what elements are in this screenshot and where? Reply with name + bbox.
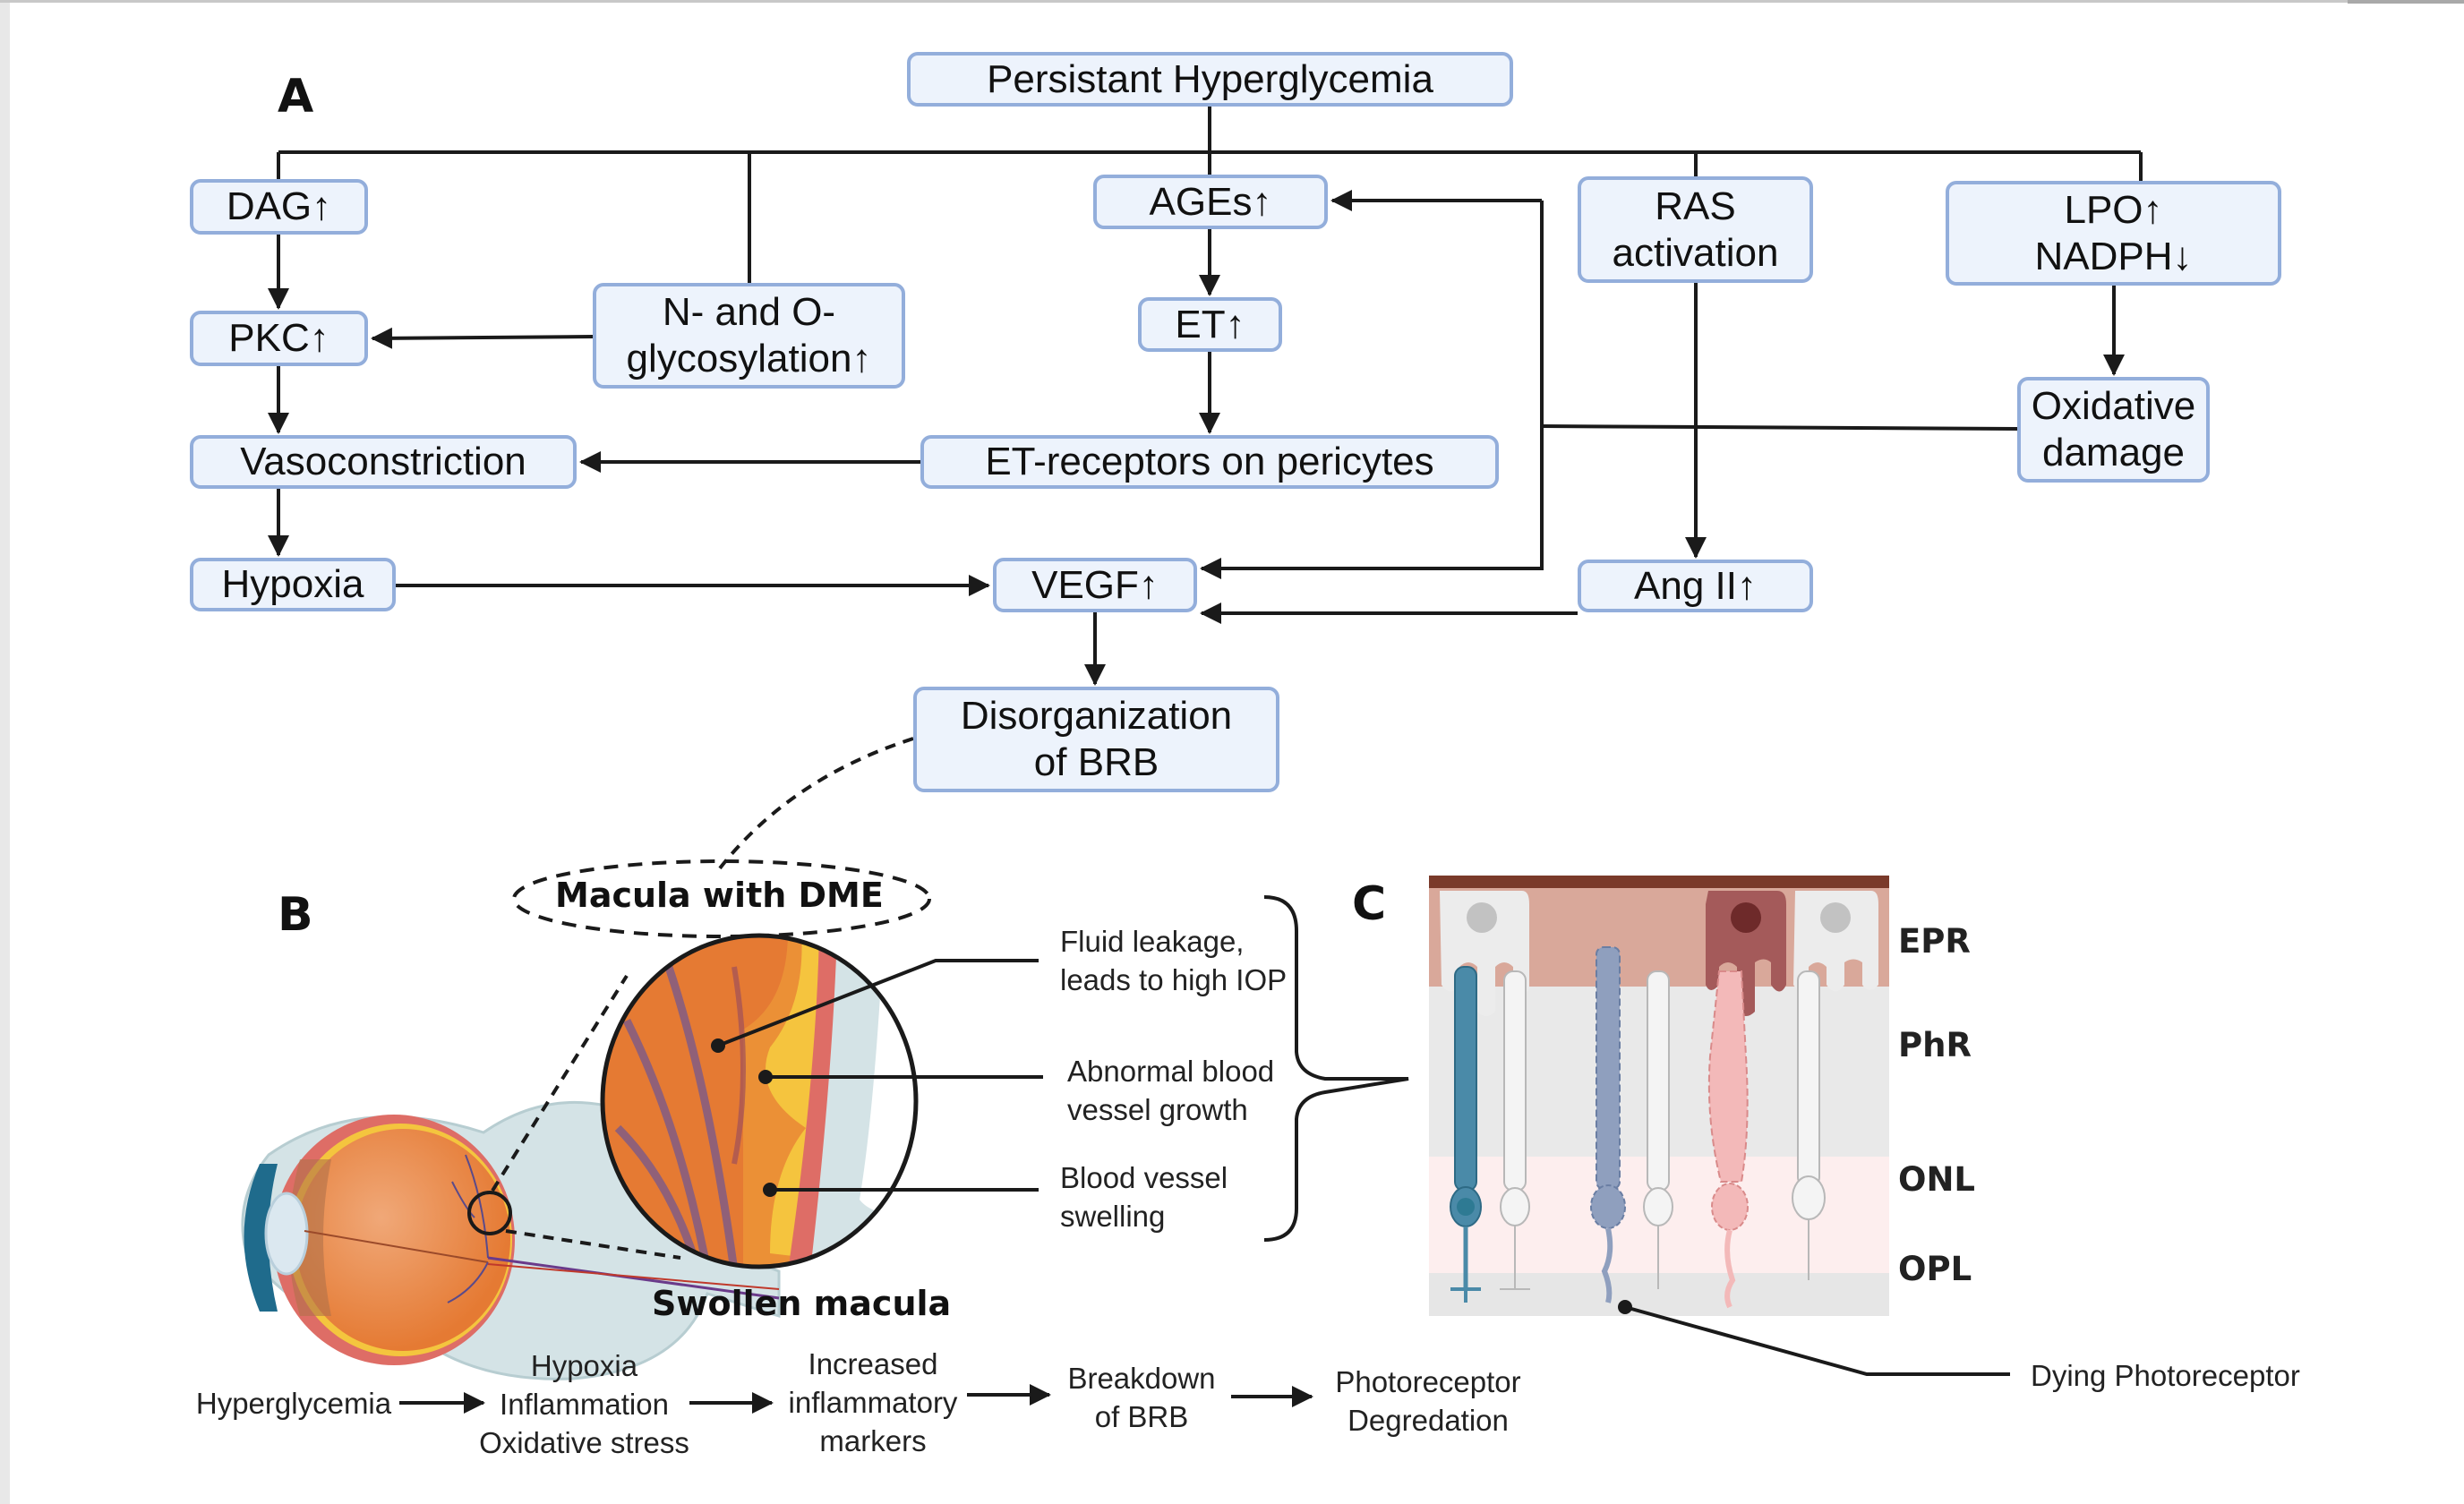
- macula-marker-circle: [467, 1191, 512, 1235]
- zoom-line-top: [491, 974, 629, 1192]
- callout-abnormal-vessel: Abnormal blood vessel growth: [1067, 1055, 1275, 1126]
- top-border: [0, 0, 2464, 3]
- node-vasoconstriction: Vasoconstriction: [190, 435, 577, 489]
- flow-step-hypoxia-inflammation: Hypoxia Inflammation Oxidative stress: [479, 1349, 689, 1459]
- node-oxidative-damage: Oxidative damage: [2017, 377, 2210, 483]
- node-ras-activation: RAS activation: [1578, 176, 1813, 283]
- dying-photoreceptor-label: Dying Photoreceptor: [2031, 1359, 2300, 1392]
- layer-label-onl: ONL: [1898, 1160, 1975, 1199]
- connectors-panel-a: [268, 107, 2143, 686]
- callout-pointers: [717, 959, 1043, 1192]
- node-vegf: VEGF↑: [993, 558, 1197, 612]
- macula-with-dme-label: Macula with DME: [555, 876, 884, 915]
- photoreceptor-dying-pink: [1707, 970, 1749, 1309]
- node-disorganization-brb: Disorganization of BRB: [913, 687, 1279, 792]
- lens: [264, 1192, 309, 1276]
- photoreceptor-healthy-teal: [1450, 966, 1482, 1303]
- vitreous: [295, 1129, 510, 1351]
- scroll-indicator: [2348, 0, 2464, 4]
- layer-label-opl: OPL: [1898, 1250, 1972, 1288]
- node-lpo-nadph: LPO↑ NADPH↓: [1946, 181, 2281, 286]
- flow-step-inflammatory-markers: Increased inflammatory markers: [788, 1347, 958, 1457]
- layer-label-epr: EPR: [1898, 922, 1971, 961]
- left-margin: [0, 3, 10, 1504]
- node-et-receptors: ET-receptors on pericytes: [920, 435, 1499, 489]
- flow-step-breakdown-brb: Breakdown of BRB: [1067, 1362, 1216, 1433]
- arrow-loop-vegf: [1200, 201, 1544, 579]
- macula-label-ellipse: [512, 859, 931, 938]
- dying-pointer-line: [1624, 1305, 2010, 1376]
- rpe-cell-dying: [1706, 891, 1786, 1016]
- zoom-line-bottom: [505, 1229, 681, 1260]
- node-ang2: Ang II↑: [1578, 560, 1813, 612]
- node-ages: AGEs↑: [1093, 175, 1328, 229]
- node-hypoxia: Hypoxia: [190, 558, 396, 611]
- magnified-macula: [603, 936, 916, 1267]
- cornea: [244, 1164, 278, 1312]
- dotted-link-brb-macula: [714, 737, 914, 875]
- node-pkc: PKC↑: [190, 311, 368, 366]
- callout-dot: [711, 1038, 725, 1053]
- arrow-glyco-pkc: [371, 327, 594, 349]
- node-dag: DAG↑: [190, 179, 368, 235]
- connector-oxid-loop: [1541, 424, 2018, 431]
- node-persistent-hyperglycemia: Persistant Hyperglycemia: [907, 52, 1513, 107]
- flow-step-hyperglycemia: Hyperglycemia: [195, 1387, 392, 1420]
- node-glycosylation: N- and O- glycosylation↑: [593, 283, 905, 389]
- panel-label-b: B: [278, 888, 313, 942]
- callout-fluid-leakage: Fluid leakage, leads to high IOP: [1060, 925, 1288, 996]
- photoreceptor-healthy-gray: [1643, 970, 1673, 1289]
- flow-arrows: [399, 1384, 1313, 1414]
- rpe-cell-healthy: [1440, 891, 1529, 1016]
- swollen-macula-label: Swollen macula: [652, 1284, 952, 1323]
- rpe-cell-healthy: [1793, 891, 1878, 992]
- flow-step-photoreceptor-degredation: Photoreceptor Degredation: [1335, 1365, 1521, 1437]
- photoreceptor-healthy-gray: [1792, 970, 1826, 1280]
- callout-vessel-swelling: Blood vessel swelling: [1060, 1161, 1228, 1233]
- layer-label-phr: PhR: [1898, 1026, 1972, 1064]
- retina-illustration: [1429, 876, 1889, 1316]
- magnified-circle-outline: [600, 933, 919, 1269]
- photoreceptor-dying-blue: [1590, 946, 1626, 1303]
- callout-dot: [758, 1070, 773, 1084]
- photoreceptor-healthy-gray: [1500, 970, 1530, 1290]
- panel-label-c: C: [1352, 877, 1387, 931]
- node-et: ET↑: [1138, 297, 1282, 352]
- panel-label-a: A: [278, 70, 314, 124]
- callout-dot: [763, 1183, 777, 1197]
- curly-brace: [1263, 895, 1409, 1242]
